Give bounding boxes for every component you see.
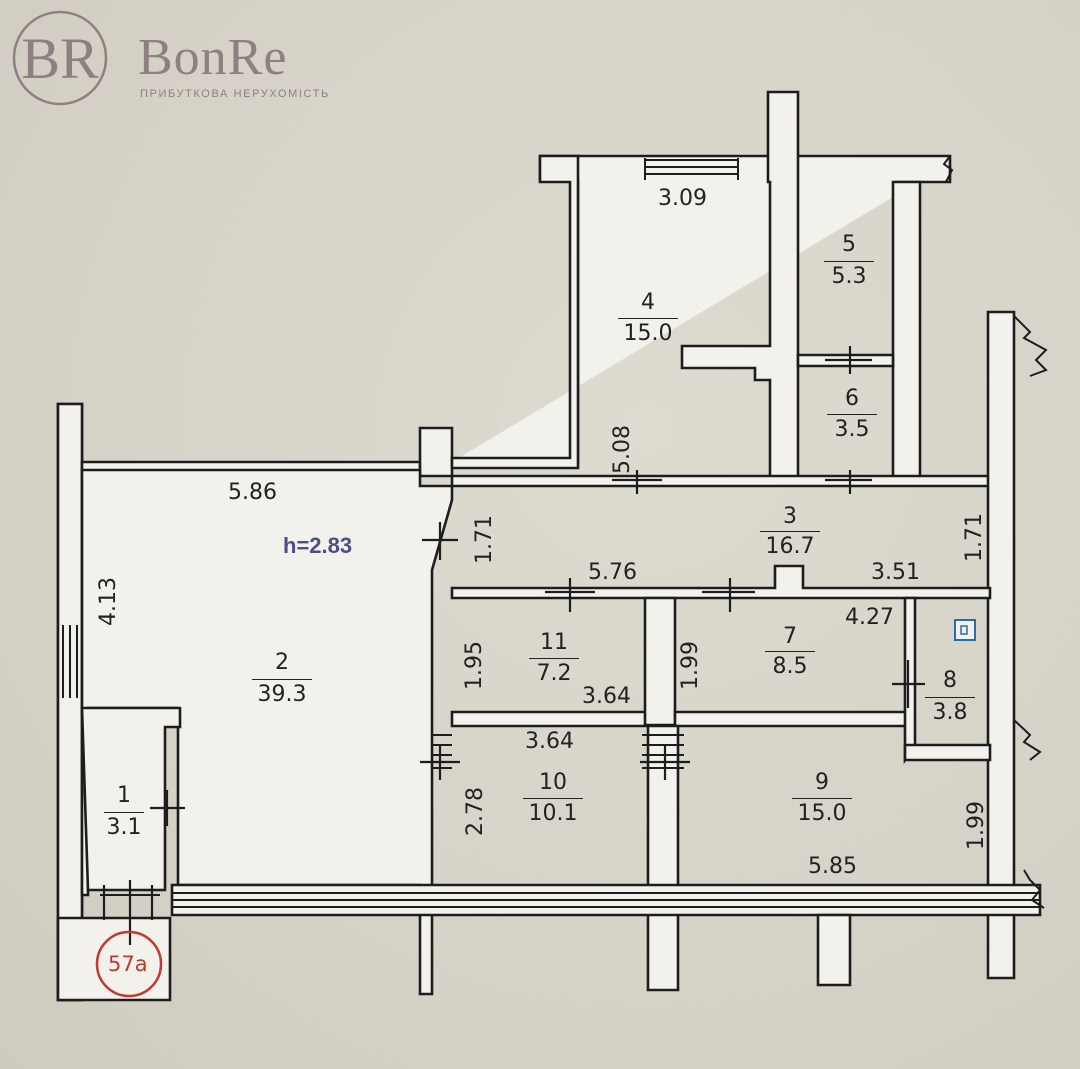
- room-number: 7: [783, 624, 797, 649]
- room-area: 15.0: [618, 318, 678, 345]
- room-area: 8.5: [765, 651, 815, 678]
- room-number: 8: [943, 668, 957, 693]
- unit-number-circle: [95, 930, 163, 998]
- room-number: 11: [540, 630, 568, 655]
- dimension-label: 4.13: [96, 577, 121, 626]
- dimension-label: 3.64: [525, 729, 574, 754]
- unit-number: 57a: [108, 952, 148, 976]
- dimension-label: 5.85: [808, 854, 857, 879]
- room-number: 5: [842, 232, 856, 257]
- dimension-label: 1.71: [472, 515, 497, 564]
- dimension-label: 5.76: [588, 560, 637, 585]
- room-area: 3.5: [827, 414, 877, 441]
- meter-icon: [954, 619, 976, 641]
- dimension-label: 1.71: [962, 513, 987, 562]
- room-number: 4: [641, 290, 655, 315]
- brand-tagline: ПРИБУТКОВА НЕРУХОМІСТЬ: [140, 88, 330, 100]
- brand-logo: BR BonRe ПРИБУТКОВА НЕРУХОМІСТЬ: [10, 8, 340, 108]
- monogram-text: BR: [21, 26, 99, 91]
- room-number: 3: [783, 504, 797, 529]
- ceiling-height-label: h=2.83: [283, 533, 353, 558]
- room-area: 7.2: [529, 658, 579, 685]
- room-number: 6: [845, 386, 859, 411]
- dimension-label: 3.64: [582, 684, 631, 709]
- room-number: 2: [275, 650, 289, 675]
- dimension-label: 1.95: [462, 641, 487, 690]
- room-number: 1: [117, 783, 131, 808]
- room-area: 39.3: [252, 679, 312, 706]
- dimension-label: 2.78: [463, 787, 488, 836]
- room-area: 3.8: [925, 697, 975, 724]
- room-number: 10: [539, 770, 567, 795]
- room-area: 3.1: [104, 812, 144, 839]
- dimension-label: 5.86: [228, 480, 277, 505]
- monogram-icon: BR: [12, 10, 108, 106]
- brand-name: BonRe: [138, 29, 288, 86]
- room-area: 15.0: [792, 798, 852, 825]
- room-area: 16.7: [760, 531, 820, 558]
- dimension-label: 5.08: [610, 425, 635, 474]
- dimension-label: 1.99: [678, 641, 703, 690]
- room-number: 9: [815, 770, 829, 795]
- dimension-label: 3.09: [658, 186, 707, 211]
- room-area: 10.1: [523, 798, 583, 825]
- dimension-label: 4.27: [845, 605, 894, 630]
- room-area: 5.3: [824, 261, 874, 288]
- dimension-label: 1.99: [964, 801, 989, 850]
- dimension-label: 3.51: [871, 560, 920, 585]
